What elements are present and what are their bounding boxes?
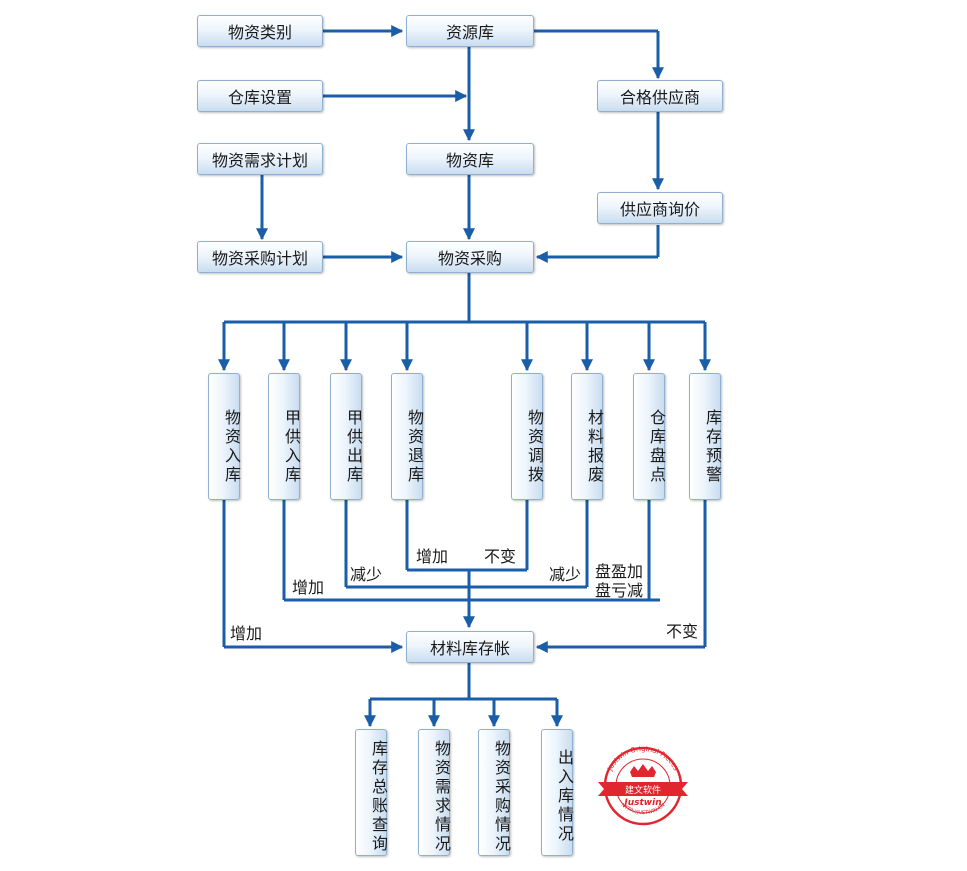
warehouse-setup-label: 仓库设置 <box>227 88 292 107</box>
report-label: 库存总账查询 <box>369 739 388 854</box>
material-demand-plan-label: 物资需求计划 <box>211 151 308 170</box>
process-box-scrap: 材料报废 <box>571 373 604 500</box>
supplier-inquiry-label: 供应商询价 <box>619 200 700 219</box>
qualified-supplier-box: 合格供应商 <box>597 80 723 112</box>
svg-text:建文软件: 建文软件 <box>625 784 661 796</box>
process-box-stocktake: 仓库盘点 <box>633 373 666 500</box>
material-ledger-label: 材料库存帐 <box>429 639 510 658</box>
resource-library-box: 资源库 <box>406 15 534 47</box>
material-purchase-plan-box: 物资采购计划 <box>197 241 323 273</box>
report-box-inventory-ledger: 库存总账查询 <box>355 729 388 856</box>
material-library-box: 物资库 <box>406 143 534 175</box>
edge-label-inventory-gain: 盘盈加 <box>595 562 644 581</box>
report-box-demand: 物资需求情况 <box>418 729 451 856</box>
svg-text:Justwin: Justwin <box>622 798 661 808</box>
process-label: 甲供出库 <box>344 408 363 485</box>
process-box-inbound: 物资入库 <box>208 373 241 500</box>
process-label: 物资退库 <box>405 408 424 485</box>
material-category-box: 物资类别 <box>197 15 323 47</box>
justwin-stamp-logo: Justwin Original Pieces HTTP://JUSTWIN.C… <box>598 745 688 826</box>
edge-label-supplied-out: 减少 <box>350 565 383 584</box>
material-purchase-label: 物资采购 <box>437 249 502 268</box>
qualified-supplier-label: 合格供应商 <box>619 88 700 107</box>
process-label: 仓库盘点 <box>647 408 666 485</box>
process-label: 甲供入库 <box>282 408 301 485</box>
resource-library-label: 资源库 <box>445 23 494 42</box>
supplier-inquiry-box: 供应商询价 <box>597 192 723 224</box>
material-category-label: 物资类别 <box>227 23 292 42</box>
report-label: 出入库情况 <box>555 749 574 844</box>
report-box-in-out: 出入库情况 <box>541 729 574 856</box>
process-box-return: 物资退库 <box>391 373 424 500</box>
material-purchase-plan-label: 物资采购计划 <box>211 249 308 268</box>
edge-label-warning: 不变 <box>666 622 699 641</box>
material-library-label: 物资库 <box>445 151 494 170</box>
process-label: 物资入库 <box>222 408 241 485</box>
process-box-transfer: 物资调拨 <box>511 373 544 500</box>
warehouse-setup-box: 仓库设置 <box>197 80 323 112</box>
material-purchase-box: 物资采购 <box>406 241 534 273</box>
report-label: 物资需求情况 <box>432 739 451 854</box>
edge-label-inbound: 增加 <box>230 624 263 643</box>
process-label: 材料报废 <box>585 408 604 485</box>
process-box-supplied-in: 甲供入库 <box>268 373 301 500</box>
material-demand-plan-box: 物资需求计划 <box>197 143 323 175</box>
report-label: 物资采购情况 <box>492 739 511 854</box>
material-ledger-box: 材料库存帐 <box>406 631 534 663</box>
edge-label-return: 增加 <box>416 547 449 566</box>
edge-label-transfer: 不变 <box>484 547 517 566</box>
edge-label-scrap: 减少 <box>549 565 582 584</box>
edge-label-inventory-loss: 盘亏减 <box>595 581 644 600</box>
edge-label-supplied-in: 增加 <box>292 578 325 597</box>
process-box-supplied-out: 甲供出库 <box>330 373 363 500</box>
process-label: 物资调拨 <box>525 408 544 485</box>
process-label: 库存预警 <box>703 408 722 485</box>
process-box-warning: 库存预警 <box>689 373 722 500</box>
report-box-purchase: 物资采购情况 <box>478 729 511 856</box>
